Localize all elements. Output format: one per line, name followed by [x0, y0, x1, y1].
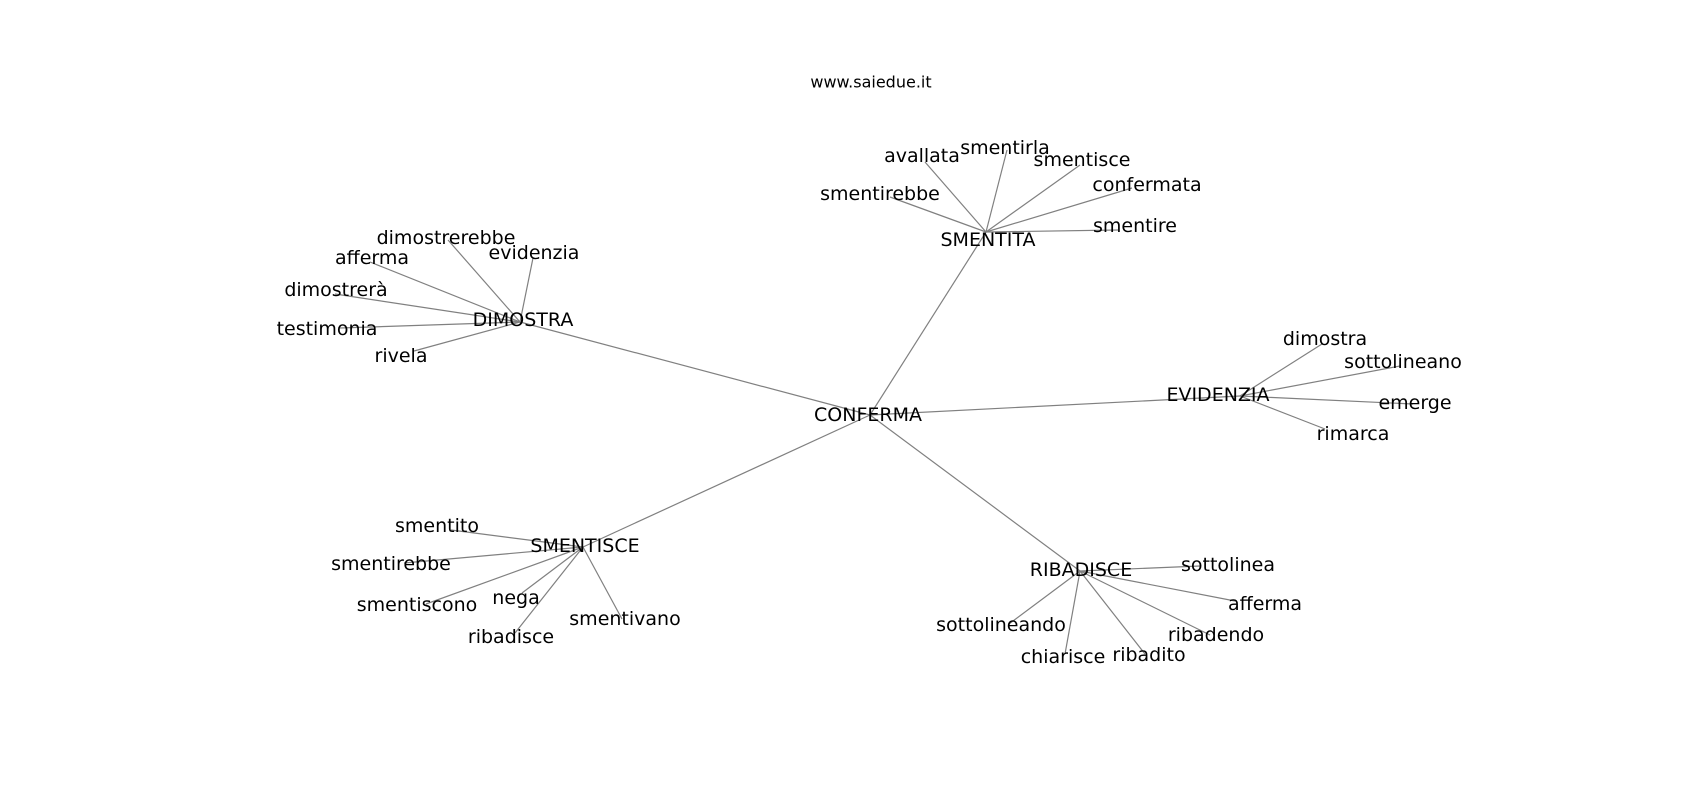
site-watermark: www.saiedue.it — [810, 73, 931, 92]
node-hub-ribadisce: RIBADISCE — [1030, 559, 1132, 581]
node-leaf-dimostra-2: afferma — [335, 247, 409, 269]
node-leaf-dimostra-5: rivela — [375, 345, 428, 367]
edge-smentisce-5 — [582, 546, 623, 620]
node-leaf-ribadisce-0: sottolinea — [1181, 554, 1275, 576]
edge-smentita-2 — [985, 164, 1081, 233]
node-leaf-ribadisce-5: chiarisce — [1021, 646, 1106, 668]
graph-edges — [334, 149, 1414, 655]
node-leaf-smentita-5: smentire — [1093, 215, 1177, 237]
edge-evidenzia-2 — [1239, 395, 1414, 405]
edge-evidenzia-0 — [1239, 343, 1323, 397]
edge-center-ribadisce — [869, 414, 1081, 572]
edge-smentita-4 — [985, 187, 1133, 233]
edge-dimostra-1 — [519, 257, 534, 323]
node-leaf-evidenzia-0: dimostra — [1283, 328, 1367, 350]
edge-center-dimostra — [519, 321, 871, 416]
node-leaf-smentita-2: smentisce — [1034, 149, 1131, 171]
node-hub-dimostra: DIMOSTRA — [473, 309, 574, 331]
edge-ribadisce-3 — [1079, 570, 1211, 636]
node-leaf-evidenzia-2: emerge — [1378, 392, 1451, 414]
edge-dimostra-3 — [334, 293, 521, 323]
node-leaf-ribadisce-2: sottolineando — [936, 614, 1066, 636]
node-leaf-smentita-0: avallata — [884, 145, 960, 167]
edge-dimostra-0 — [447, 239, 521, 323]
node-leaf-dimostra-4: testimonia — [277, 318, 378, 340]
edge-center-smentita — [869, 231, 987, 416]
node-leaf-smentita-4: confermata — [1092, 174, 1201, 196]
edge-evidenzia-1 — [1239, 365, 1401, 397]
node-leaf-smentisce-1: smentirebbe — [331, 553, 451, 575]
edge-evidenzia-3 — [1239, 395, 1326, 430]
edge-ribadisce-0 — [1079, 565, 1201, 572]
node-leaf-smentisce-5: smentivano — [569, 608, 680, 630]
edge-center-smentisce — [582, 414, 871, 548]
edge-ribadisce-4 — [1079, 570, 1146, 655]
node-leaf-evidenzia-3: rimarca — [1317, 423, 1390, 445]
node-hub-smentisce: SMENTISCE — [530, 535, 639, 557]
node-leaf-dimostra-3: dimostrerà — [284, 279, 387, 301]
node-leaf-dimostra-0: dimostrerebbe — [377, 227, 516, 249]
node-leaf-dimostra-1: evidenzia — [489, 242, 580, 264]
node-leaf-ribadisce-1: afferma — [1228, 593, 1302, 615]
edge-smentita-3 — [889, 196, 987, 233]
node-leaf-smentisce-2: smentiscono — [357, 594, 478, 616]
node-leaf-smentisce-3: nega — [492, 587, 539, 609]
node-leaf-smentisce-0: smentito — [395, 515, 479, 537]
node-center: CONFERMA — [814, 404, 922, 426]
edge-dimostra-2 — [369, 261, 521, 323]
node-leaf-ribadisce-3: ribadendo — [1168, 624, 1264, 646]
node-leaf-evidenzia-1: sottolineano — [1344, 351, 1462, 373]
edge-dimostra-5 — [413, 321, 521, 352]
edge-smentita-1 — [985, 149, 1008, 233]
edge-smentisce-4 — [514, 546, 584, 634]
edge-ribadisce-1 — [1079, 570, 1236, 602]
edge-ribadisce-5 — [1064, 570, 1081, 655]
edge-ribadisce-2 — [1008, 570, 1081, 625]
edge-dimostra-4 — [339, 321, 521, 329]
edge-smentisce-3 — [521, 546, 584, 594]
node-leaf-smentita-3: smentirebbe — [820, 183, 940, 205]
edge-smentisce-0 — [450, 529, 584, 548]
edge-smentita-5 — [985, 229, 1119, 233]
edge-smentisce-1 — [403, 546, 584, 564]
node-hub-evidenzia: EVIDENZIA — [1166, 384, 1269, 406]
node-leaf-smentita-1: smentirla — [960, 137, 1050, 159]
edge-smentita-0 — [924, 161, 987, 233]
node-leaf-ribadisce-4: ribadito — [1112, 644, 1185, 666]
edge-smentisce-2 — [425, 546, 584, 605]
edge-center-evidenzia — [869, 395, 1241, 416]
node-leaf-smentisce-4: ribadisce — [468, 626, 554, 648]
node-hub-smentita: SMENTITA — [940, 229, 1035, 251]
